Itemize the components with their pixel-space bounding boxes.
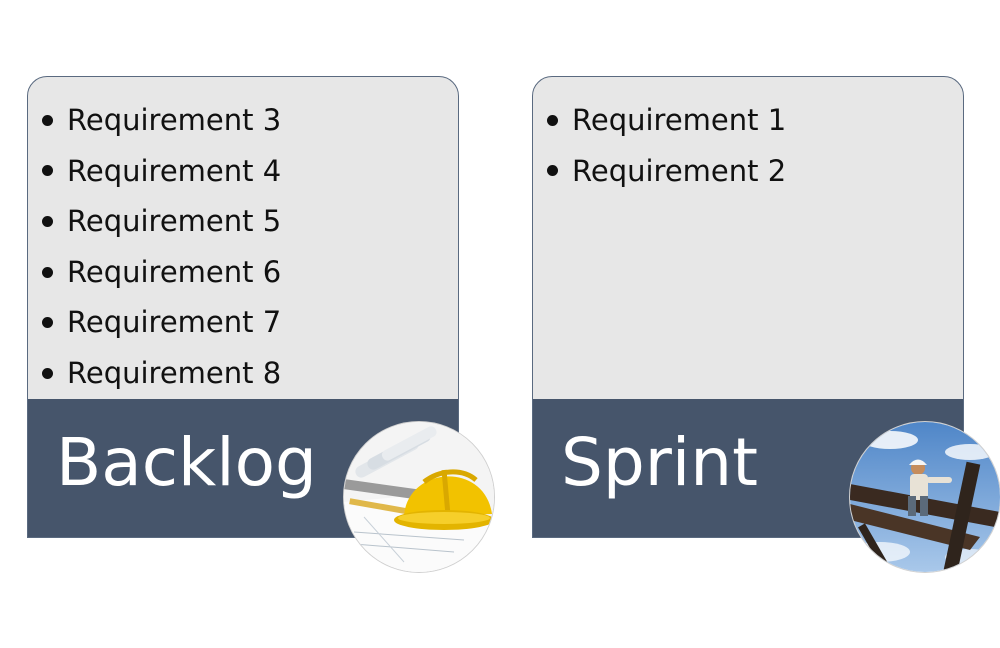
bullet-icon — [42, 367, 53, 379]
bullet-icon — [42, 165, 53, 177]
ironworker-photo — [849, 421, 1000, 573]
backlog-requirements-list: Requirement 3 Requirement 4 Requirement … — [28, 77, 458, 399]
requirement-label: Requirement 1 — [572, 103, 787, 137]
requirement-label: Requirement 6 — [67, 254, 282, 289]
list-item: Requirement 6 — [42, 247, 458, 298]
list-item: Requirement 2 — [547, 146, 963, 197]
requirement-label: Requirement 7 — [67, 305, 282, 340]
requirement-label: Requirement 3 — [67, 103, 282, 137]
requirement-label: Requirement 8 — [67, 355, 282, 390]
bullet-icon — [42, 215, 53, 227]
sprint-title: Sprint — [561, 424, 758, 501]
hard-hat-illustration — [344, 422, 494, 572]
bullet-icon — [42, 114, 53, 126]
backlog-card: Requirement 3 Requirement 4 Requirement … — [27, 76, 459, 538]
requirement-label: Requirement 5 — [67, 204, 282, 239]
bullet-icon — [547, 165, 558, 177]
hard-hat-blueprints-photo — [343, 421, 495, 573]
list-item: Requirement 4 — [42, 146, 458, 197]
requirement-label: Requirement 4 — [67, 153, 282, 188]
bullet-icon — [42, 266, 53, 278]
requirement-label: Requirement 2 — [572, 153, 787, 188]
sprint-requirements-list: Requirement 1 Requirement 2 — [533, 77, 963, 196]
list-item: Requirement 5 — [42, 196, 458, 247]
bullet-icon — [42, 317, 53, 329]
list-item: Requirement 8 — [42, 348, 458, 399]
list-item: Requirement 1 — [547, 95, 963, 146]
list-item: Requirement 3 — [42, 95, 458, 146]
backlog-title: Backlog — [56, 424, 317, 501]
bullet-icon — [547, 114, 558, 126]
list-item: Requirement 7 — [42, 297, 458, 348]
construction-worker-illustration — [850, 422, 1000, 572]
